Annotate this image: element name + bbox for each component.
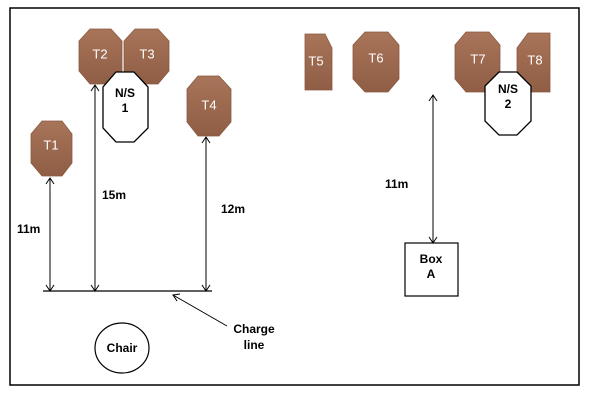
no-shoot-2: N/S 2 <box>484 71 532 136</box>
distance-label-15m: 15m <box>102 188 126 202</box>
target-t5: T5 <box>304 33 333 91</box>
target-t2-label: T2 <box>92 46 107 61</box>
distance-arrow-t4 <box>201 136 211 292</box>
no-shoot-2-line1: N/S <box>498 82 518 96</box>
distance-label-11m-right: 11m <box>385 177 408 191</box>
target-t7: T7 <box>454 31 501 93</box>
target-t7-label: T7 <box>470 51 485 66</box>
charge-line-pointer <box>172 293 228 327</box>
no-shoot-1: N/S 1 <box>102 71 149 143</box>
target-t1-label: T1 <box>43 137 58 152</box>
target-t3-label: T3 <box>139 46 154 61</box>
box-a: Box A <box>404 242 459 297</box>
target-t8: T8 <box>516 32 551 93</box>
no-shoot-1-line2: 1 <box>122 101 129 115</box>
target-t4: T4 <box>186 75 232 137</box>
no-shoot-1-line1: N/S <box>115 86 135 100</box>
chair: Chair <box>94 322 150 374</box>
target-t5-label: T5 <box>308 53 323 68</box>
target-t8-label: T8 <box>527 52 542 67</box>
target-t6-label: T6 <box>368 50 383 65</box>
charge-line-label-line1: Charge <box>233 322 275 336</box>
no-shoot-2-line2: 2 <box>505 97 512 111</box>
distance-label-12m: 12m <box>221 202 245 216</box>
box-a-line1: Box <box>420 252 443 266</box>
distance-arrow-t2 <box>90 84 100 292</box>
target-t6: T6 <box>352 31 400 93</box>
distance-arrow-t1 <box>45 177 55 292</box>
target-t3: T3 <box>123 28 170 85</box>
chair-label: Chair <box>107 341 138 355</box>
distance-label-11m-left: 11m <box>17 222 40 236</box>
target-t4-label: T4 <box>201 97 216 112</box>
charge-line-label-line2: line <box>244 338 265 352</box>
box-a-line2: A <box>427 267 436 281</box>
target-t1: T1 <box>30 120 73 177</box>
